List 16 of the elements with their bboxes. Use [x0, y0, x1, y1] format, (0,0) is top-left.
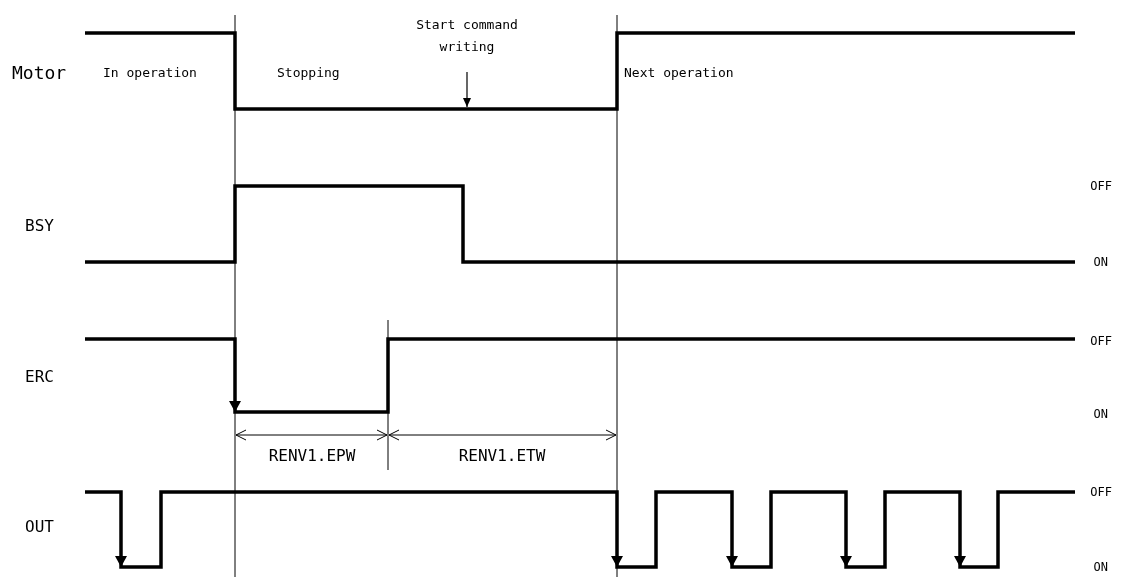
signal-name: OUT — [25, 519, 54, 535]
level-label: OFF — [1090, 178, 1112, 194]
level-label: OFF — [1090, 484, 1112, 500]
state-label: In operation — [103, 65, 197, 81]
annotation-text: Start command writing — [415, 16, 519, 56]
level-label: ON — [1093, 559, 1108, 575]
signal-name: BSY — [25, 218, 54, 234]
state-label: Next operation — [624, 65, 734, 81]
level-label: OFF — [1090, 333, 1112, 349]
signal-name: ERC — [25, 369, 54, 385]
level-label: ON — [1093, 406, 1108, 422]
signal-name: Motor — [12, 65, 67, 81]
state-label: Stopping — [277, 65, 340, 81]
dimension-label: RENV1.ETW — [458, 448, 546, 464]
level-label: ON — [1093, 254, 1108, 270]
dimension-label: RENV1.EPW — [268, 448, 356, 464]
